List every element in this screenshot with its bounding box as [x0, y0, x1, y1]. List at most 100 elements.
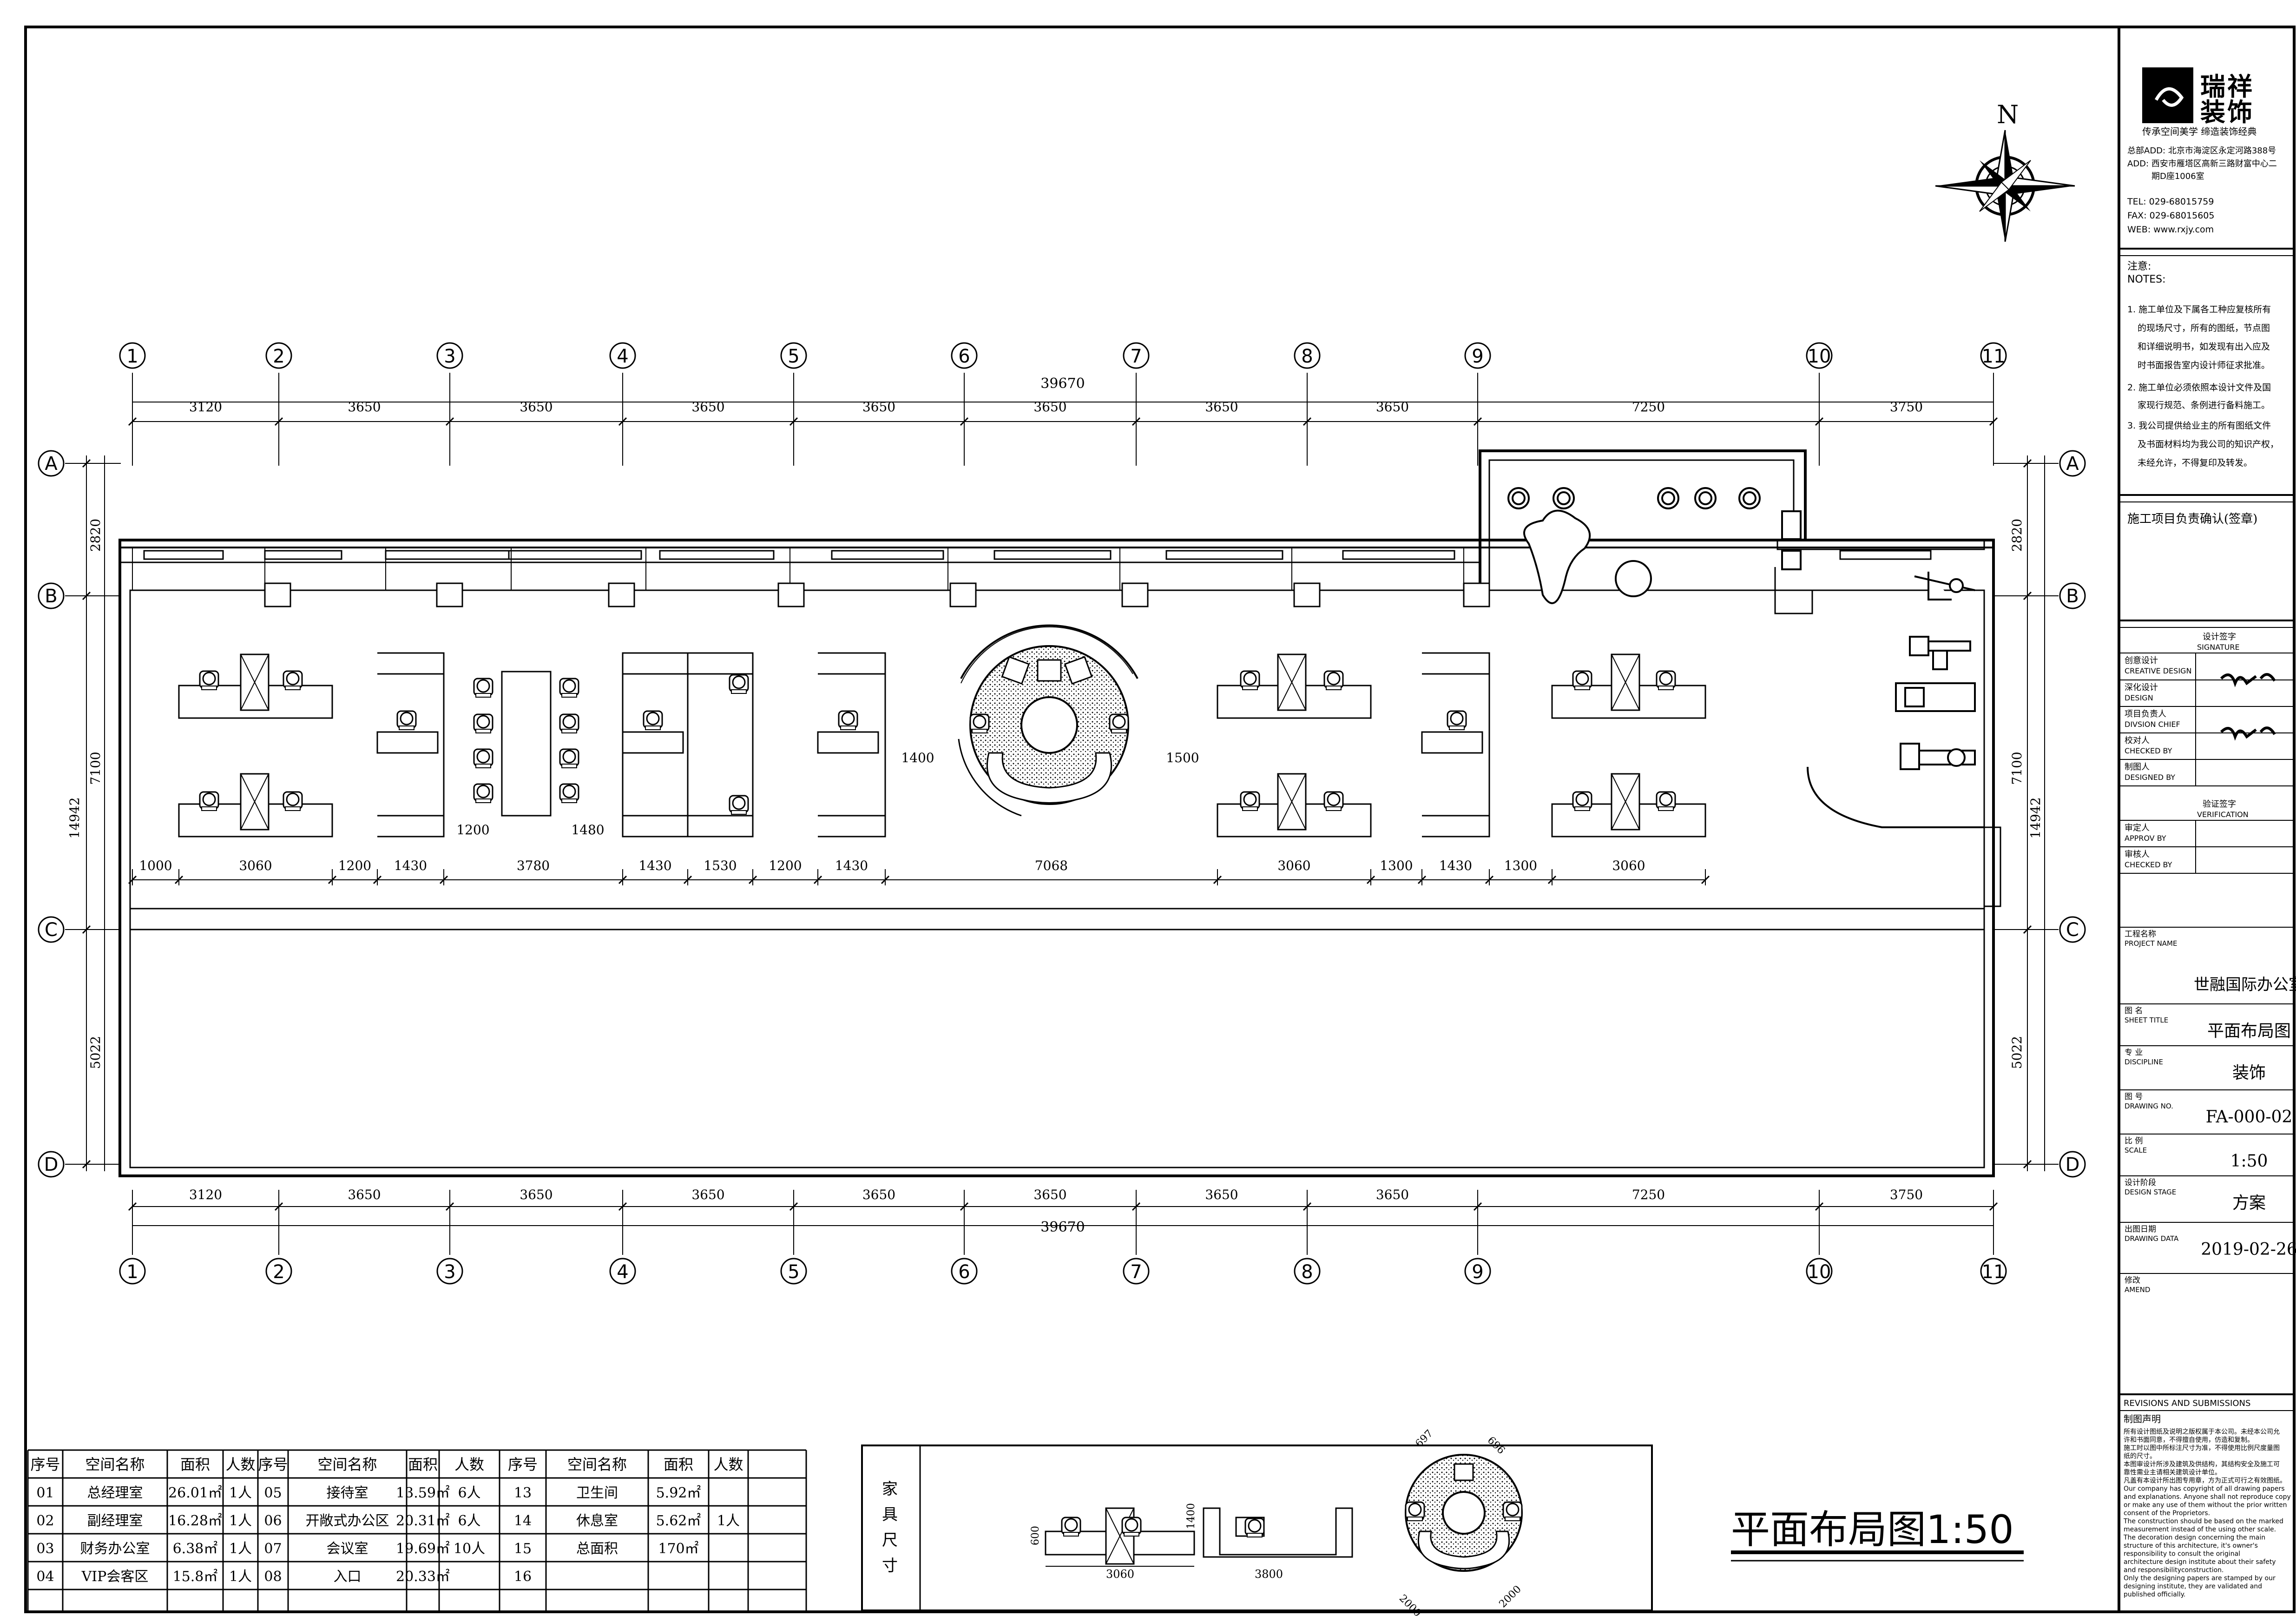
- furniture-dimensions: 家 具 尺 寸 3060 600 3800 1400 697 696 2000 …: [861, 1428, 1653, 1616]
- table-cell: 开敞式办公区: [306, 1513, 389, 1529]
- signature-role: 深化设计: [2125, 683, 2158, 693]
- table-cell: 13: [514, 1485, 532, 1501]
- table-cell: 财务办公室: [80, 1541, 150, 1557]
- table-cell: 10人: [454, 1541, 485, 1557]
- grid-bubble: [436, 1258, 463, 1285]
- signature-header-en: SIGNATURE: [2197, 643, 2240, 652]
- grid-label-top: 3: [444, 346, 455, 367]
- window: [385, 550, 512, 560]
- address-line-1: 总部ADD: 北京市海淀区永定河路388号: [2127, 146, 2276, 156]
- note-line: 时书面报告室内设计师征求批准。: [2138, 360, 2270, 370]
- project-field-value: 方案: [2232, 1194, 2266, 1213]
- dim-inner: 1300: [1504, 858, 1537, 873]
- grid-bubble: [951, 1258, 978, 1285]
- table-header: 空间名称: [317, 1456, 377, 1473]
- dim-tick: [174, 875, 184, 884]
- grid-bubble: [951, 342, 978, 369]
- grid-bubble: [1123, 342, 1150, 369]
- grid-label-A: A: [2066, 453, 2079, 475]
- grid-label-bottom: 5: [788, 1261, 799, 1283]
- grid-label-D: D: [2066, 1154, 2080, 1175]
- dim-inner: 1430: [638, 858, 671, 873]
- grid-label-bottom: 10: [1808, 1261, 1831, 1283]
- dim-tick: [1547, 875, 1557, 884]
- signature-role: 项目负责人: [2125, 709, 2166, 719]
- grid-label-top: 6: [958, 346, 970, 367]
- table-cell: 03: [36, 1541, 54, 1557]
- signature-header: 设计签字: [2203, 632, 2236, 642]
- grid-bubble: [780, 1258, 807, 1285]
- table-cell: 06: [264, 1513, 282, 1529]
- revision-line: designing institute, they are validated …: [2124, 1583, 2262, 1590]
- signature-scribble-1: [2220, 673, 2276, 687]
- dim-right: 5022: [2009, 1036, 2025, 1069]
- sheet-border: [24, 26, 2296, 1613]
- revision-line: Our company has copyright of all drawing…: [2124, 1485, 2285, 1493]
- dim-bottom: 3650: [1376, 1187, 1409, 1202]
- table-header: 人数: [225, 1456, 255, 1473]
- drawing-title: 平面布局图1:50: [1731, 1507, 2014, 1552]
- window: [143, 550, 224, 560]
- notes-title-en: NOTES:: [2127, 274, 2166, 285]
- workstation-left-lower: [178, 773, 333, 838]
- table-cell: 5.62㎡: [656, 1513, 701, 1529]
- grid-bubble: [609, 1258, 636, 1285]
- table-cell: 总经理室: [87, 1485, 143, 1501]
- project-field-value: 2019-02-26: [2201, 1240, 2296, 1259]
- grid-bubble: [265, 342, 292, 369]
- revision-line: 本图审设计所涉及建筑及供结构，其结构安全及施工可: [2124, 1460, 2280, 1468]
- dim-top: 3650: [862, 399, 895, 415]
- signature-role: 制图人: [2125, 762, 2150, 772]
- window: [264, 550, 342, 560]
- table-cell: 20.31㎡: [396, 1513, 450, 1529]
- note-line: 和详细说明书，如发现有出入应及: [2138, 342, 2270, 352]
- dim-inner: 1430: [1439, 858, 1472, 873]
- window: [508, 550, 642, 560]
- grid-bubble: [1806, 342, 1833, 369]
- grid-label-B: B: [45, 586, 57, 607]
- dim-tick: [881, 875, 890, 884]
- verify-role: 审定人: [2125, 823, 2150, 833]
- grid-label-bottom: 3: [444, 1261, 455, 1283]
- dim-left-total: 14942: [67, 797, 82, 838]
- project-field-label: 修改: [2125, 1276, 2140, 1285]
- signature-role-en: DESIGNED BY: [2125, 773, 2175, 782]
- table-cell: 01: [36, 1485, 54, 1501]
- grid-bubble: [1294, 342, 1321, 369]
- table-cell: 1人: [229, 1569, 252, 1585]
- dim-tick: [618, 875, 627, 884]
- dim-bottom: 3650: [520, 1187, 553, 1202]
- project-field-label: 比 例: [2125, 1136, 2143, 1146]
- revisions-title: REVISIONS AND SUBMISSIONS: [2124, 1398, 2250, 1408]
- logo-name-2: 装饰: [2200, 97, 2254, 127]
- project-field-label: 工程名称: [2125, 930, 2156, 939]
- table-cell: 卫生间: [576, 1485, 618, 1501]
- dim-top: 3650: [520, 399, 553, 415]
- project-field-value: FA-000-02: [2206, 1108, 2293, 1127]
- grid-bubble: [1464, 1258, 1491, 1285]
- table-cell: 休息室: [576, 1513, 618, 1529]
- grid-label-bottom: 4: [617, 1261, 628, 1283]
- signature-role: 创意设计: [2125, 656, 2158, 666]
- dim-1400: 1400: [901, 750, 934, 765]
- window: [1839, 550, 1932, 560]
- grid-label-C: C: [2066, 919, 2079, 941]
- dim-left: 7100: [88, 752, 103, 785]
- revision-line: 凡盖有本设计所出图专用章，方为正式可行之有效图纸。: [2124, 1477, 2286, 1484]
- furniture-dim-697: 697: [1414, 1428, 1435, 1450]
- note-line: 的现场尺寸，所有的图纸，节点图: [2138, 323, 2270, 333]
- workstation-right-2-upper: [1551, 653, 1706, 719]
- grid-bubble: [38, 450, 65, 477]
- revision-line: published officially.: [2124, 1591, 2185, 1598]
- table-cell: 1人: [229, 1513, 252, 1529]
- note-line: 3. 我公司提供给业主的所有图纸文件: [2127, 421, 2271, 431]
- table-header: 序号: [508, 1456, 538, 1473]
- dim-right: 2820: [2009, 519, 2025, 552]
- grid-bubble: [265, 1258, 292, 1285]
- dim-top: 3120: [189, 399, 222, 415]
- grid-bubble: [1806, 1258, 1833, 1285]
- furniture-label-1: 家: [882, 1480, 898, 1498]
- revision-line: measurement instead of the using other s…: [2124, 1526, 2276, 1533]
- grid-label-bottom: 2: [273, 1261, 284, 1283]
